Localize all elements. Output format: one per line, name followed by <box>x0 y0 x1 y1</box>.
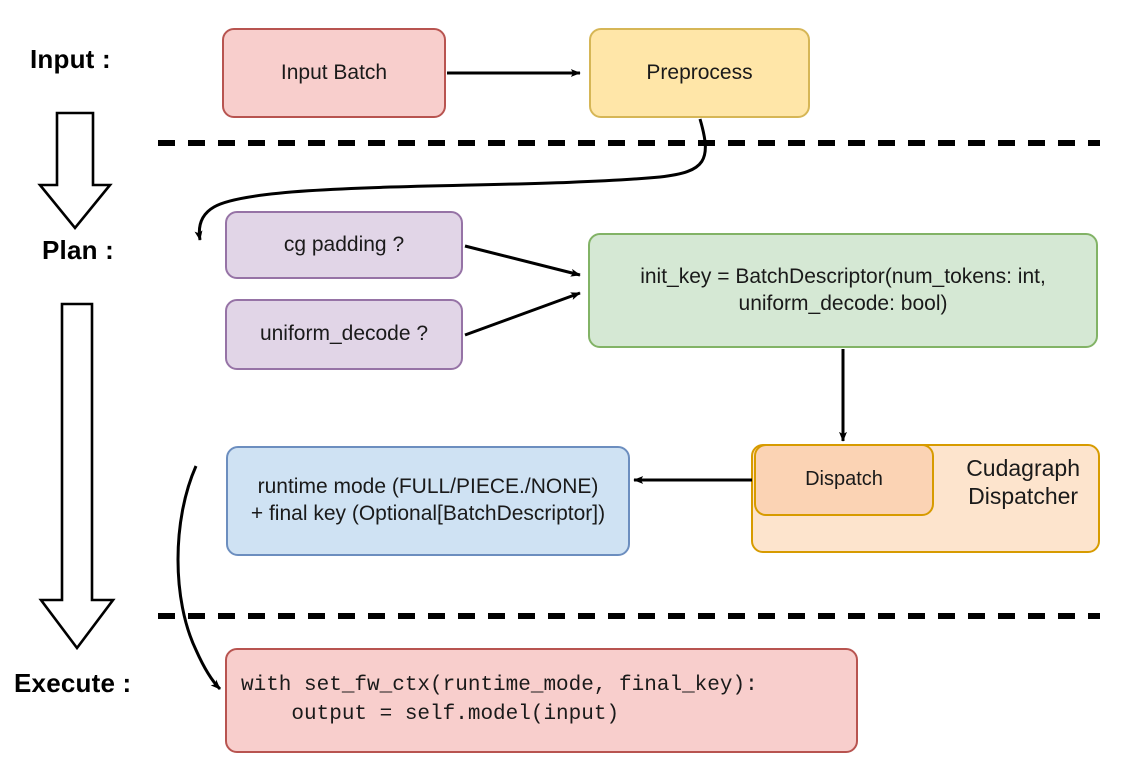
node-preprocess-label: Preprocess <box>646 60 753 84</box>
stage-arrow-plan-to-execute <box>38 302 116 651</box>
node-execute-code[interactable]: with set_fw_ctx(runtime_mode, final_key)… <box>225 648 858 753</box>
node-input-batch[interactable]: Input Batch <box>222 28 446 118</box>
node-uniform-decode[interactable]: uniform_decode ? <box>225 299 463 370</box>
node-init-key[interactable]: init_key = BatchDescriptor(num_tokens: i… <box>588 233 1098 348</box>
stage-label-plan: Plan : <box>42 235 114 265</box>
node-preprocess[interactable]: Preprocess <box>589 28 810 118</box>
stage-label-input: Input : <box>30 44 111 74</box>
node-runtime-mode[interactable]: runtime mode (FULL/PIECE./NONE) + final … <box>226 446 630 556</box>
connector-runtime-mode-to-execute <box>176 465 222 691</box>
node-dispatch[interactable]: Dispatch <box>754 444 934 516</box>
node-input-batch-label: Input Batch <box>280 60 388 84</box>
node-runtime-mode-line1: runtime mode (FULL/PIECE./NONE) <box>257 475 599 499</box>
node-execute-code-line2: output = self.model(input) <box>241 702 620 726</box>
node-init-key-line1: init_key = BatchDescriptor(num_tokens: i… <box>640 264 1046 288</box>
node-cudagraph-dispatcher-title: Cudagraph Dispatcher <box>966 454 1080 510</box>
node-cudagraph-dispatcher-line2: Dispatcher <box>968 483 1079 510</box>
node-dispatch-label: Dispatch <box>805 468 883 491</box>
node-init-key-line2: uniform_decode: bool) <box>738 291 948 315</box>
stage-arrow-input-to-plan <box>37 111 113 231</box>
node-cudagraph-dispatcher-line1: Cudagraph <box>966 455 1080 481</box>
node-uniform-decode-label: uniform_decode ? <box>259 322 429 346</box>
node-cg-padding[interactable]: cg padding ? <box>225 211 463 279</box>
node-execute-code-line1: with set_fw_ctx(runtime_mode, final_key)… <box>241 674 758 698</box>
stage-label-execute: Execute : <box>14 668 132 698</box>
connector-uniform-decode-to-init-key <box>464 291 581 337</box>
connector-cg-padding-to-init-key <box>464 244 581 277</box>
node-runtime-mode-line2: + final key (Optional[BatchDescriptor]) <box>250 502 606 525</box>
node-cg-padding-label: cg padding ? <box>283 232 405 256</box>
